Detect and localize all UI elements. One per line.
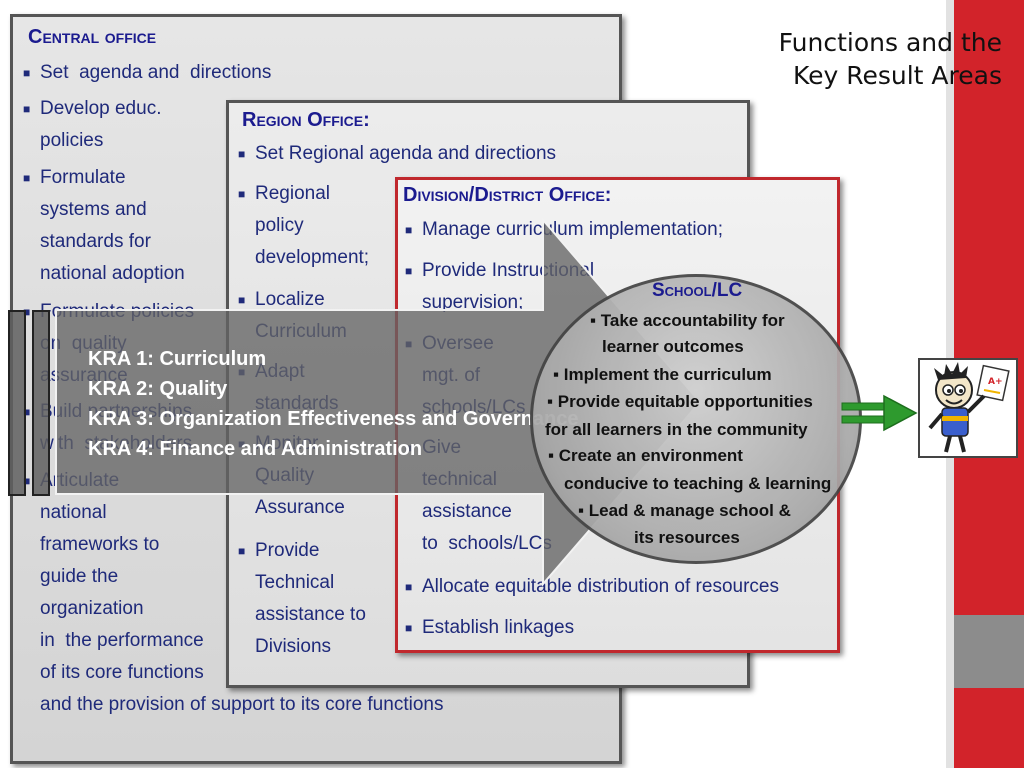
kra-item-2: KRA 2: Quality — [88, 378, 228, 400]
school-line-6: ▪ Create an environment — [548, 446, 743, 465]
division-item-1: ■ Manage curriculum implementation; — [405, 214, 723, 246]
kra-arrow-tail-bar-2 — [32, 310, 50, 496]
square-bullet-icon: ■ — [23, 171, 31, 185]
school-lc-title: School/LC — [652, 280, 743, 301]
slide-title-line-1: Functions and the — [778, 28, 1002, 57]
central-office-title: Central office — [28, 26, 157, 48]
school-line-3: ▪ Implement the curriculum — [553, 365, 772, 384]
slide-title: Functions and the Key Result Areas — [779, 26, 1002, 92]
region-item-6: ■ Provide Technical assistance to Divisio… — [238, 535, 366, 663]
region-item-2: ■ Regional policy development; — [238, 178, 370, 274]
division-item-6: ■ Establish linkages — [405, 612, 575, 644]
central-item-3: ■ Formulate systems and standards for nat… — [23, 162, 185, 290]
square-bullet-icon: ■ — [23, 102, 31, 116]
square-bullet-icon: ■ — [23, 305, 31, 319]
square-bullet-icon: ■ — [238, 293, 246, 307]
division-item-1-text: Manage curriculum implementation; — [422, 219, 723, 240]
square-bullet-icon: ■ — [405, 264, 413, 278]
school-line-7: conducive to teaching & learning — [564, 474, 832, 493]
square-bullet-icon: ■ — [238, 544, 246, 558]
region-item-1-text: Set Regional agenda and directions — [255, 143, 557, 164]
kra-list: KRA 1: Curriculum KRA 2: Quality KRA 3: … — [88, 344, 579, 464]
school-lc-ellipse — [530, 274, 862, 564]
school-line-5: for all learners in the community — [545, 420, 808, 439]
square-bullet-icon: ■ — [405, 223, 413, 237]
region-item-3: ■ Localize Curriculum — [238, 284, 347, 348]
region-item-3-text: Localize Curriculum — [255, 289, 347, 342]
central-item-1: ■ Set agenda and directions — [23, 57, 272, 89]
svg-text:A+: A+ — [988, 377, 1003, 387]
square-bullet-icon: ■ — [23, 474, 31, 488]
kra-item-4: KRA 4: Finance and Administration — [88, 438, 423, 460]
central-item-2: ■ Develop educ. policies — [23, 93, 162, 157]
division-item-5-text: Allocate equitable distribution of resou… — [422, 576, 779, 597]
division-item-2-text: Provide Instructional supervision; — [422, 260, 595, 313]
kra-item-3: KRA 3: Organization Effectiveness and Go… — [88, 408, 579, 430]
school-line-2: learner outcomes — [602, 337, 744, 356]
square-bullet-icon: ■ — [405, 580, 413, 594]
green-arrow-icon — [841, 394, 918, 432]
division-office-title: Division/District Office: — [403, 184, 612, 206]
region-item-2-text: Regional policy development; — [255, 183, 370, 268]
school-line-9: its resources — [634, 528, 740, 547]
school-line-8: ▪ Lead & manage school & — [578, 501, 791, 520]
student-cartoon-icon: A+ — [918, 358, 1018, 458]
school-line-4: ▪ Provide equitable opportunities — [547, 392, 813, 411]
school-line-1: ▪ Take accountability for — [590, 311, 785, 330]
square-bullet-icon: ■ — [23, 66, 31, 80]
central-item-3-text: Formulate systems and standards for nati… — [40, 167, 185, 284]
square-bullet-icon: ■ — [238, 187, 246, 201]
square-bullet-icon: ■ — [238, 147, 246, 161]
division-item-6-text: Establish linkages — [422, 617, 575, 638]
region-office-title: Region Office: — [242, 109, 370, 131]
region-item-1: ■ Set Regional agenda and directions — [238, 138, 557, 170]
right-gray-block — [954, 615, 1024, 688]
square-bullet-icon: ■ — [405, 621, 413, 635]
square-bullet-icon: ■ — [23, 405, 31, 419]
slide-title-line-2: Key Result Areas — [792, 61, 1002, 90]
central-item-2-text: Develop educ. policies — [40, 98, 162, 151]
division-item-5: ■ Allocate equitable distribution of reso… — [405, 571, 779, 603]
central-item-1-text: Set agenda and directions — [40, 62, 272, 83]
division-item-2: ■ Provide Instructional supervision; — [405, 255, 595, 319]
region-item-6-text: Provide Technical assistance to Division… — [255, 540, 366, 657]
kra-arrow-tail-bar-1 — [8, 310, 26, 496]
kra-item-1: KRA 1: Curriculum — [88, 348, 267, 370]
